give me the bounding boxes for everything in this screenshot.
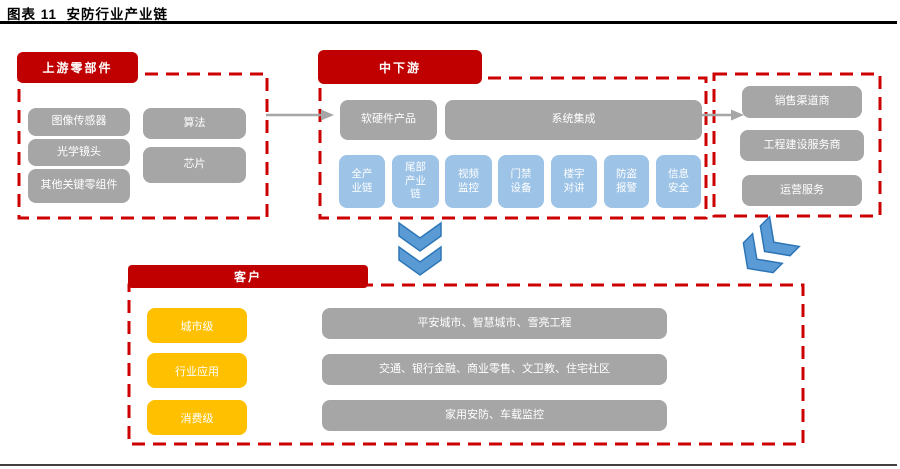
tier-industry-application: 行业应用 (147, 353, 247, 388)
segment-full-chain: 全产业链 (339, 155, 385, 208)
application-consumer: 家用安防、车载监控 (322, 400, 667, 431)
title-underline (0, 21, 897, 24)
midstream-header: 中下游 (318, 50, 482, 84)
double-chevron-down-icon (398, 221, 442, 276)
service-operation: 运营服务 (742, 175, 862, 206)
segment-access-control: 门禁设备 (498, 155, 544, 208)
midstream-block-products: 软硬件产品 (340, 100, 437, 140)
right-arrow-icon (700, 109, 744, 121)
service-sales-channel: 销售渠道商 (742, 86, 862, 118)
upstream-item-chip: 芯片 (143, 147, 246, 183)
tier-city-level: 城市级 (147, 308, 247, 343)
double-chevron-down-left-icon (742, 215, 801, 274)
right-arrow-icon (266, 109, 334, 121)
service-engineering: 工程建设服务商 (740, 130, 864, 161)
upstream-item-image-sensor: 图像传感器 (28, 108, 130, 136)
application-industry: 交通、银行金融、商业零售、文卫教、住宅社区 (322, 354, 667, 385)
footer-rule (0, 464, 897, 466)
upstream-item-optical-lens: 光学镜头 (28, 139, 130, 166)
upstream-item-other-components: 其他关键零组件 (28, 169, 130, 203)
segment-burglar-alarm: 防盗报警 (604, 155, 649, 208)
midstream-block-system-integration: 系统集成 (445, 100, 702, 140)
application-city: 平安城市、智慧城市、雪亮工程 (322, 308, 667, 339)
customers-header: 客户 (128, 265, 368, 288)
segment-building-intercom: 楼宇对讲 (551, 155, 597, 208)
segment-info-security: 信息安全 (656, 155, 701, 208)
figure-title: 图表 11 安防行业产业链 (7, 7, 169, 22)
upstream-header: 上游零部件 (17, 52, 138, 83)
segment-tail-chain: 尾部产业链 (392, 155, 439, 208)
tier-consumer-level: 消费级 (147, 400, 247, 435)
upstream-item-algorithm: 算法 (143, 108, 246, 139)
segment-video-surveillance: 视频监控 (445, 155, 492, 208)
